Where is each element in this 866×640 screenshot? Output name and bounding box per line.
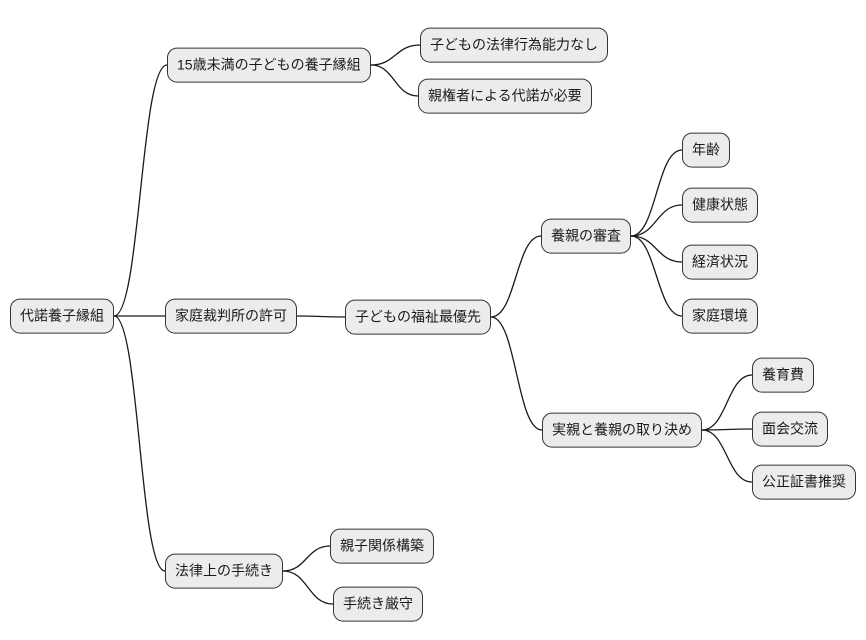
mindmap-node-g2: 実親と養親の取り決め xyxy=(542,412,702,448)
mindmap-edge-b2-b2c1 xyxy=(296,315,346,318)
mindmap-node-b1c1: 子どもの法律行為能力なし xyxy=(420,27,608,63)
mindmap-edge-root-b3 xyxy=(113,315,166,572)
mindmap-edge-b3-b3c2 xyxy=(282,570,334,605)
mindmap-edge-b1-b1c1 xyxy=(370,44,421,66)
mindmap-node-b3c2: 手続き厳守 xyxy=(333,586,423,622)
mindmap-edge-g2-g2l1 xyxy=(701,374,753,431)
mindmap-node-g1l3: 経済状況 xyxy=(682,244,758,280)
mindmap-node-g2l2: 面会交流 xyxy=(752,411,828,447)
mindmap-edge-g1-g1l1 xyxy=(630,149,683,237)
mindmap-node-g1: 養親の審査 xyxy=(541,218,631,254)
mindmap-node-b2: 家庭裁判所の許可 xyxy=(165,298,297,334)
mindmap-node-g2l3: 公正証書推奨 xyxy=(752,464,856,500)
mindmap-edge-b3-b3c1 xyxy=(282,545,331,572)
mindmap-node-g1l4: 家庭環境 xyxy=(682,298,758,334)
mindmap-edge-b1-b1c2 xyxy=(370,64,419,97)
mindmap-node-root: 代諾養子縁組 xyxy=(10,298,114,334)
mindmap-node-b3c1: 親子関係構築 xyxy=(330,528,434,564)
mindmap-node-g2l1: 養育費 xyxy=(752,357,814,393)
mindmap-edge-root-b1 xyxy=(113,64,168,317)
mindmap-edge-b2c1-g1 xyxy=(490,235,542,318)
mindmap-node-b3: 法律上の手続き xyxy=(165,553,283,589)
mindmap-edge-g2-g2l2 xyxy=(701,428,753,431)
mindmap-edge-g1-g1l4 xyxy=(630,235,683,317)
mindmap-edge-b2c1-g2 xyxy=(490,316,543,431)
mindmap-edge-g2-g2l3 xyxy=(701,429,753,483)
mindmap-node-g1l2: 健康状態 xyxy=(682,187,758,223)
mindmap-node-b2c1: 子どもの福祉最優先 xyxy=(345,299,491,335)
mindmap-node-b1c2: 親権者による代諾が必要 xyxy=(418,78,592,114)
mindmap-edge-g1-g1l2 xyxy=(630,204,683,237)
mindmap-edge-g1-g1l3 xyxy=(630,235,683,263)
mindmap-node-g1l1: 年齢 xyxy=(682,132,730,168)
mindmap-node-b1: 15歳未満の子どもの養子縁組 xyxy=(167,47,371,83)
